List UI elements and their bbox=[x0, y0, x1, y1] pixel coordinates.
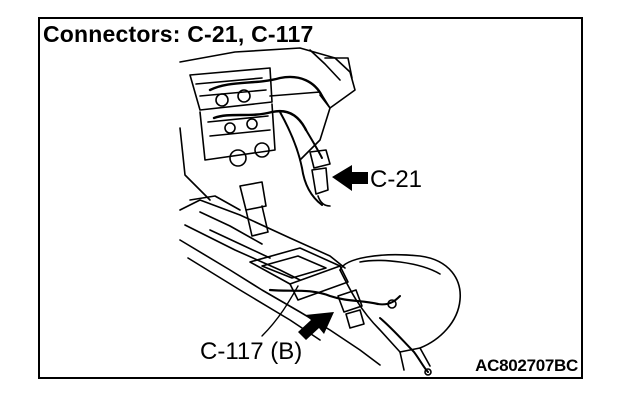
callout-c117-label: C-117 (B) bbox=[200, 338, 303, 365]
callout-c21-label: C-21 bbox=[370, 166, 423, 193]
arrow-c21 bbox=[332, 165, 368, 191]
figure-code: AC802707BC bbox=[475, 356, 578, 375]
diagram-title: Connectors: C-21, C-117 bbox=[43, 21, 314, 47]
arrow-c117 bbox=[298, 312, 334, 340]
